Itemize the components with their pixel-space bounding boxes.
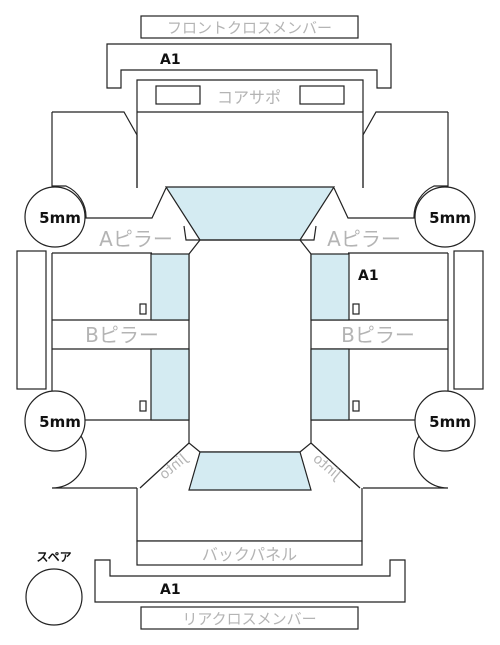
a-pillar-right[interactable] (300, 225, 448, 254)
back-panel-box[interactable] (136, 540, 363, 566)
right-door-handle-rear (352, 400, 360, 412)
trunk-outline[interactable] (136, 488, 363, 542)
right-side-sill[interactable] (453, 250, 484, 390)
a-pillar-left[interactable] (52, 225, 200, 254)
rear-right-corner-label: Jinto (310, 451, 345, 484)
back-panel-label: バックパネル (202, 545, 297, 564)
front-cross-member-label: フロントクロスメンバー (167, 19, 332, 37)
wheel-front-left[interactable] (24, 186, 86, 248)
wheel-front-left-label: 5mm (39, 209, 81, 227)
left-door-handle-rear (139, 400, 147, 412)
left-door-handle-front (139, 303, 147, 315)
windshield[interactable] (164, 186, 336, 241)
hood-outline[interactable] (136, 111, 364, 188)
front-grade-label: A1 (160, 52, 181, 68)
rear-cross-member-box[interactable] (140, 606, 359, 630)
core-support-outline[interactable] (136, 79, 364, 112)
rear-cross-member-label: リアクロスメンバー (182, 610, 316, 628)
rear-bumper-outline[interactable] (94, 559, 406, 603)
left-side-sill[interactable] (16, 250, 47, 390)
right-side-window-rear[interactable] (310, 348, 350, 421)
front-fender-left[interactable] (51, 111, 167, 219)
wheel-front-right[interactable] (414, 186, 476, 248)
front-bumper-outline[interactable] (106, 43, 392, 89)
wheel-rear-left[interactable] (24, 390, 86, 452)
rear-window[interactable] (188, 451, 312, 491)
wheel-rear-right[interactable] (414, 390, 476, 452)
b-pillar-left-label: Bピラー (85, 323, 159, 347)
left-body-side[interactable] (51, 253, 189, 421)
front-cross-member-box[interactable] (140, 15, 359, 39)
core-support-label: コアサポ (217, 88, 281, 107)
roof-outline[interactable] (188, 239, 312, 453)
wheel-front-right-label: 5mm (429, 209, 471, 227)
headlight-left (155, 85, 201, 105)
right-side-window-front[interactable] (310, 253, 350, 321)
a-pillar-right-label: Aピラー (327, 227, 401, 251)
headlight-right (299, 85, 345, 105)
b-pillar-right-label: Bピラー (341, 323, 415, 347)
left-side-window-rear[interactable] (150, 348, 190, 421)
right-body-side[interactable] (311, 253, 449, 421)
a-pillar-left-label: Aピラー (99, 227, 173, 251)
front-fender-right[interactable] (333, 111, 449, 219)
wheel-rear-right-label: 5mm (429, 413, 471, 431)
spare-label: スペア (36, 550, 71, 564)
rear-grade-label: A1 (160, 582, 181, 598)
right-door-handle-front (352, 303, 360, 315)
spare-tire[interactable] (25, 568, 83, 626)
rear-left-corner-label: Jinto (156, 450, 191, 483)
left-side-window-front[interactable] (150, 253, 190, 321)
right-door-grade-label: A1 (358, 268, 379, 284)
wheel-rear-left-label: 5mm (39, 413, 81, 431)
